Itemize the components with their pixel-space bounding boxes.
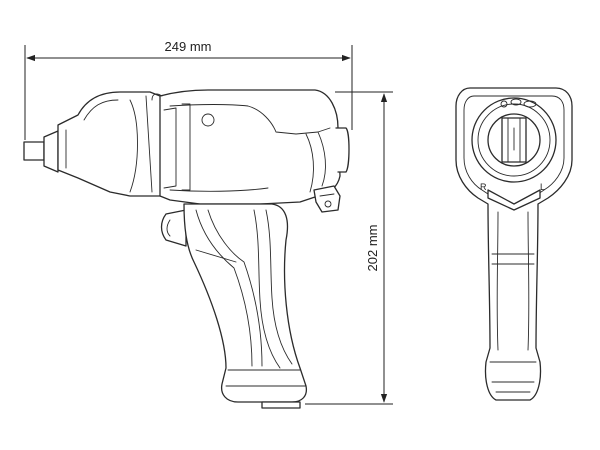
reverse-mark: R xyxy=(480,182,487,192)
rear-cap-ring xyxy=(471,97,557,183)
housing-screw-icon xyxy=(201,113,215,127)
forward-mark: L xyxy=(540,182,545,192)
rear-reverse-switch xyxy=(487,189,541,211)
height-dimension: 202 mm xyxy=(305,91,393,405)
pistol-grip xyxy=(183,203,308,403)
anvil-collar xyxy=(43,130,59,173)
length-dimension: 249 mm xyxy=(24,39,353,140)
rear-body-outline xyxy=(455,87,573,401)
impact-wrench-rear-view: R L xyxy=(455,87,573,401)
power-regulator-knob xyxy=(487,113,541,167)
square-drive-anvil xyxy=(23,141,45,161)
length-label: 249 mm xyxy=(165,39,212,54)
rear-cap xyxy=(335,127,350,173)
reverse-switch xyxy=(313,185,341,213)
impact-wrench-side-view xyxy=(23,89,350,409)
trigger xyxy=(160,209,187,247)
air-inlet xyxy=(261,401,301,409)
height-label: 202 mm xyxy=(365,225,380,272)
